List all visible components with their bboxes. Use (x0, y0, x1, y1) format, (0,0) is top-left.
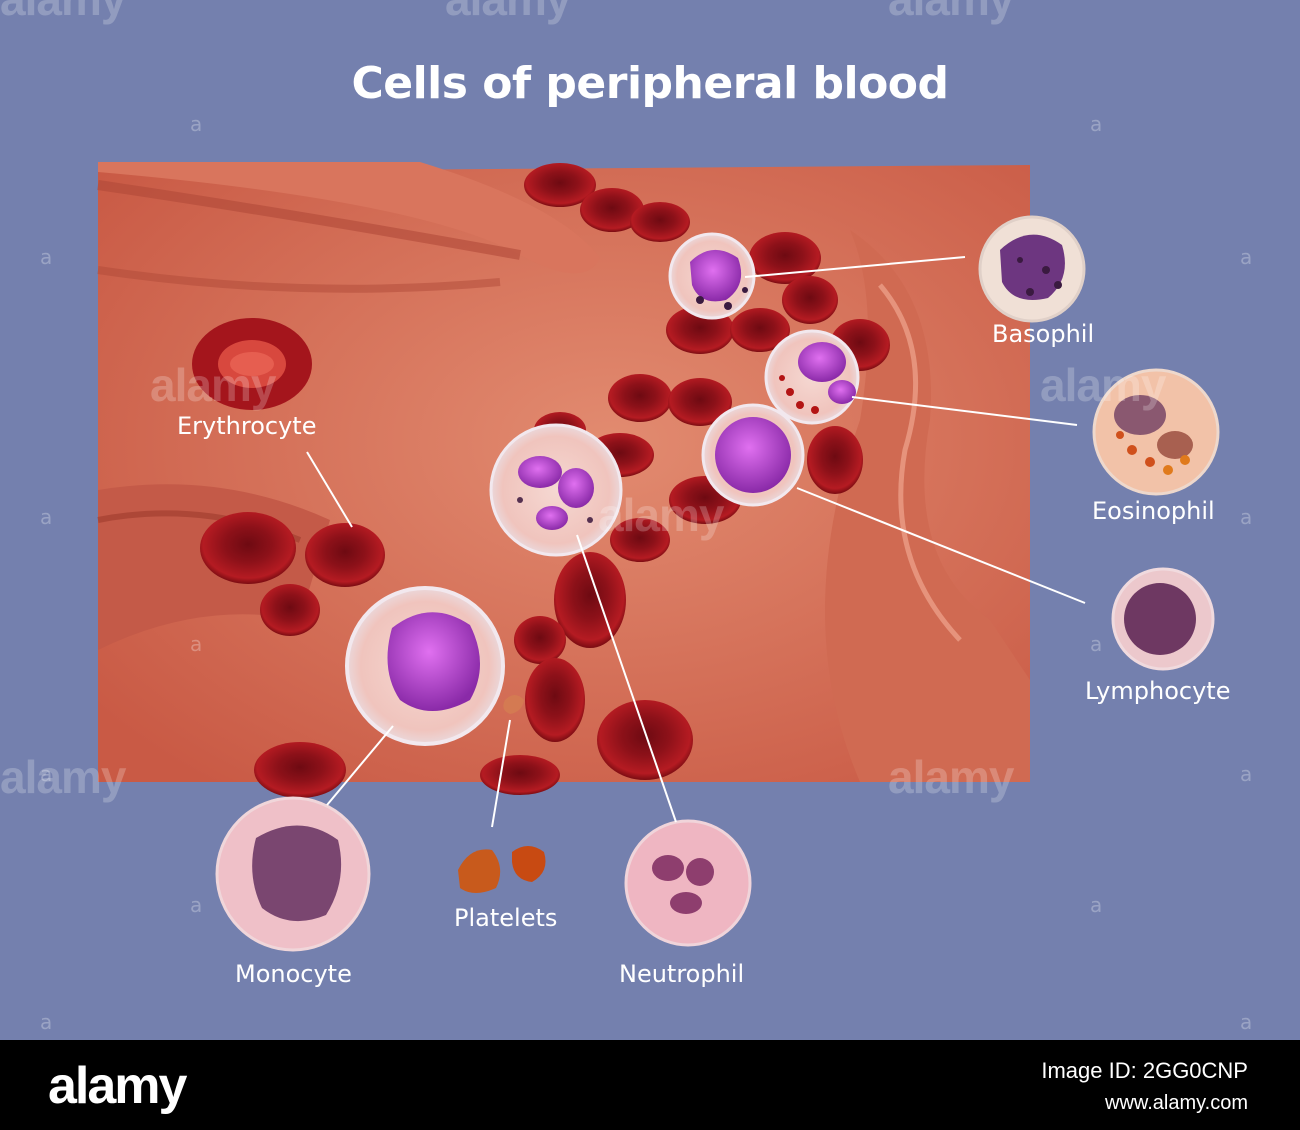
lymphocyte-leader (796, 487, 1086, 604)
watermark-mark: a (1240, 1010, 1253, 1034)
lymphocyte-in-vessel (701, 403, 805, 507)
erythrocyte-leader (306, 451, 353, 528)
diagram-panel: Cells of peripheral blood Basophil Eryth… (0, 0, 1300, 1040)
page-title: Cells of peripheral blood (351, 58, 949, 109)
blood-vessel-illustration (97, 162, 1220, 952)
watermark-mark: a (40, 505, 53, 529)
watermark-mark: a (1090, 632, 1103, 656)
eosinophil-label: Eosinophil (1092, 497, 1215, 525)
monocyte-leader (326, 725, 394, 806)
neutrophil-in-vessel (489, 423, 623, 557)
watermark: alamy (150, 359, 276, 411)
site-url: www.alamy.com (1105, 1092, 1248, 1114)
leader-lines (306, 256, 1086, 828)
basophil-leader (744, 256, 966, 278)
watermark: alamy (445, 0, 571, 26)
watermark-mark: a (1240, 762, 1253, 786)
watermark: alamy (888, 751, 1014, 803)
platelet-in-vessel (503, 695, 524, 714)
image-id: Image ID: 2GG0CNP (1041, 1058, 1248, 1083)
neutrophil-leader (576, 534, 677, 823)
watermark-mark: a (190, 112, 203, 136)
watermark: alamy (598, 489, 724, 541)
basophil-in-vessel (668, 232, 756, 320)
lymphocyte-illustration (1111, 567, 1215, 671)
monocyte-label: Monocyte (235, 960, 352, 988)
lymphocyte-label: Lymphocyte (1085, 677, 1231, 705)
basophil-illustration (978, 215, 1086, 323)
erythrocyte-cluster (200, 163, 890, 798)
brand-logo: alamy (48, 1057, 187, 1115)
watermark-mark: a (40, 245, 53, 269)
watermark-mark: a (40, 1010, 53, 1034)
neutrophil-illustration (624, 819, 752, 947)
monocyte-in-vessel (345, 586, 505, 746)
eosinophil-leader (851, 396, 1078, 426)
eosinophil-in-vessel (764, 329, 860, 425)
watermark-mark: a (1090, 893, 1103, 917)
watermark-mark: a (40, 762, 53, 786)
watermark-mark: a (1240, 505, 1253, 529)
watermark-mark: a (1240, 245, 1253, 269)
watermark-mark: a (1090, 112, 1103, 136)
platelets-illustration (458, 846, 546, 893)
watermark-mark: a (190, 893, 203, 917)
monocyte-illustration (215, 796, 371, 952)
watermark: alamy (888, 0, 1014, 26)
neutrophil-label: Neutrophil (619, 960, 745, 988)
erythrocyte-label: Erythrocyte (177, 412, 317, 440)
platelets-leader (491, 719, 511, 828)
erythrocyte-illustration (192, 318, 312, 410)
watermark: alamy (0, 0, 126, 26)
footer-bar: alamy Image ID: 2GG0CNP www.alamy.com (0, 1040, 1300, 1130)
watermark-mark: a (190, 632, 203, 656)
watermark: alamy (1040, 359, 1166, 411)
platelets-label: Platelets (454, 904, 558, 932)
basophil-label: Basophil (992, 320, 1095, 348)
eosinophil-illustration (1092, 368, 1220, 496)
watermark: alamy (0, 751, 126, 803)
